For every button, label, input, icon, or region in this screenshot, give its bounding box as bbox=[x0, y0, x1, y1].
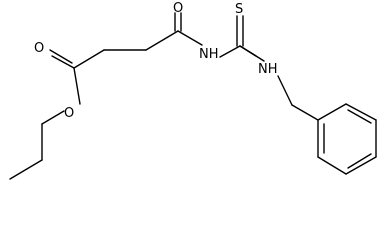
bond bbox=[51, 55, 75, 69]
atom-label-carbonyl-o-left: O bbox=[34, 41, 44, 56]
bond bbox=[73, 67, 81, 105]
bond bbox=[239, 45, 265, 62]
atom-label-amide-nh: NH bbox=[199, 47, 219, 62]
atom-label-thione-s: S bbox=[235, 2, 243, 17]
atom-label-ester-o: O bbox=[64, 106, 74, 121]
bond bbox=[317, 103, 347, 121]
bond bbox=[41, 110, 65, 125]
bond bbox=[347, 153, 372, 169]
atom-label-benzyl-nh: NH bbox=[258, 62, 278, 77]
bond bbox=[277, 75, 293, 106]
bond bbox=[291, 104, 319, 121]
bond bbox=[317, 156, 347, 175]
bond bbox=[73, 49, 105, 69]
bond bbox=[219, 45, 241, 58]
molecule-structure: O O O S NH NH bbox=[9, 1, 377, 180]
bond bbox=[347, 109, 372, 124]
atom-label-carbonyl-o-right: O bbox=[173, 1, 183, 16]
bond bbox=[345, 103, 377, 121]
bond bbox=[49, 49, 73, 64]
bond bbox=[345, 156, 377, 175]
bond bbox=[177, 30, 203, 46]
bond bbox=[145, 30, 179, 51]
bond bbox=[9, 159, 43, 180]
